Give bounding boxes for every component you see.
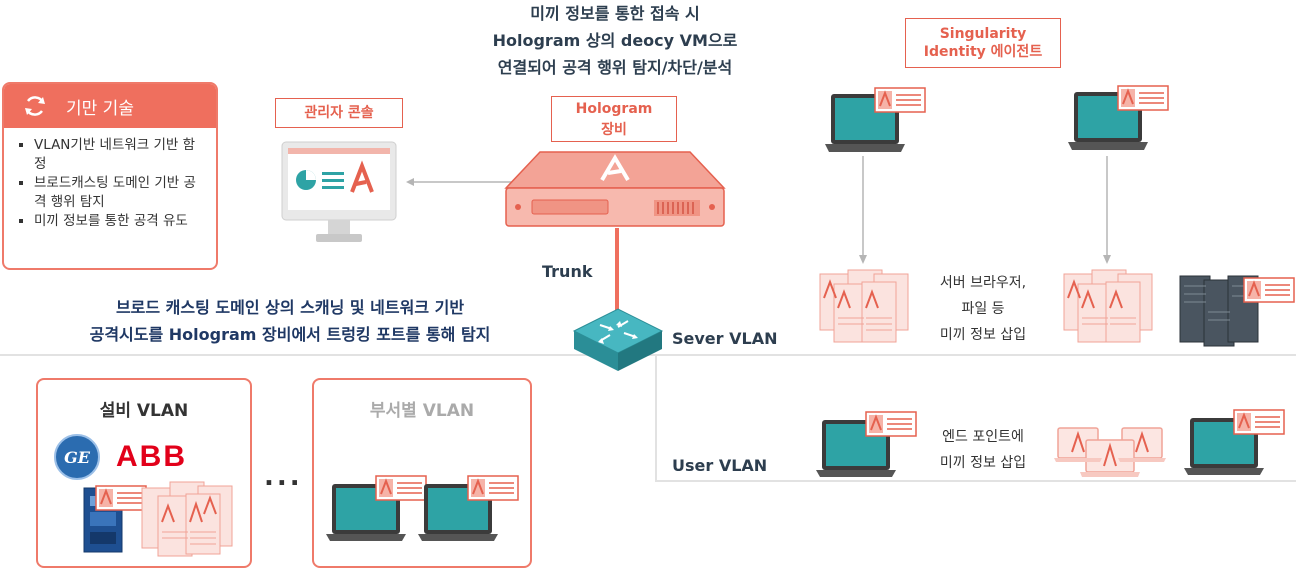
deception-item: 미끼 정보를 통한 공격 유도 [34, 212, 204, 231]
arrow-down-agent-1 [859, 156, 867, 264]
hologram-label-line: Hologram [575, 101, 653, 117]
user-laptop-icon [1184, 409, 1285, 475]
console-label: 관리자 콘솔 [275, 98, 403, 128]
divider-vertical [655, 354, 657, 482]
deception-item: VLAN기반 네트워크 기반 함정 [34, 136, 204, 174]
admin-console-monitor-icon [281, 141, 397, 242]
divider-bottom [655, 480, 1296, 482]
scan-caption-line: 공격시도를 Hologram 장비에서 트렁킹 포트를 통해 탐지 [89, 325, 491, 344]
real-servers-icon [1179, 275, 1295, 347]
deception-item: 브로드캐스팅 도메인 기반 공격 행위 탐지 [34, 174, 204, 212]
deception-panel: 기만 기술 VLAN기반 네트워크 기반 함정 브로드캐스팅 도메인 기반 공격… [2, 82, 218, 270]
abb-logo: ABB [116, 440, 187, 473]
user-laptop-icon [816, 411, 917, 477]
scan-caption-line: 브로드 캐스팅 도메인 상의 스캐닝 및 네트워크 기반 [115, 298, 465, 317]
dept-laptop-icon [418, 475, 519, 541]
agent-label-line: Singularity [939, 26, 1027, 42]
decoy-servers-icon [819, 269, 909, 343]
trunk-label: Trunk [542, 262, 593, 281]
server-bait-caption: 서버 브라우저, 파일 등 미끼 정보 삽입 [928, 270, 1038, 348]
agent-laptop-icon [825, 87, 926, 152]
agent-label-line: Identity 에이전트 [923, 44, 1043, 60]
endpoint-bait-caption-line: 엔드 포인트에 [942, 429, 1024, 445]
server-bait-caption-line: 파일 등 [961, 301, 1005, 317]
deception-header: 기만 기술 [4, 84, 216, 128]
agent-laptop-icon [1068, 85, 1169, 150]
hologram-label-line: 장비 [601, 122, 627, 138]
top-caption: 미끼 정보를 통한 접속 시 Hologram 상의 deocy VM으로 연결… [450, 0, 780, 81]
hologram-label: Hologram 장비 [551, 96, 677, 142]
hologram-appliance-icon [504, 151, 726, 227]
dept-vlan-title: 부서별 VLAN [369, 401, 475, 421]
network-switch-icon [572, 308, 664, 371]
deception-list: VLAN기반 네트워크 기반 함정 브로드캐스팅 도메인 기반 공격 행위 탐지… [4, 136, 216, 231]
server-bait-caption-line: 미끼 정보 삽입 [939, 327, 1027, 343]
ellipsis: ... [264, 462, 303, 492]
facility-vlan-title: 설비 VLAN [99, 401, 189, 421]
decoy-laptops-icon [1054, 427, 1166, 477]
trunk-line [615, 228, 619, 320]
scan-caption: 브로드 캐스팅 도메인 상의 스캐닝 및 네트워크 기반 공격시도를 Holog… [40, 294, 540, 348]
refresh-icon [22, 93, 48, 119]
facility-decoys-icon [141, 481, 233, 557]
endpoint-bait-caption-line: 미끼 정보 삽입 [939, 455, 1027, 471]
top-caption-line: 연결되어 공격 행위 탐지/차단/분석 [497, 58, 733, 77]
facility-device-icon [83, 485, 147, 553]
ge-logo-text: GE [64, 447, 90, 467]
top-caption-line: Hologram 상의 deocy VM으로 [492, 31, 738, 50]
arrow-down-agent-2 [1103, 156, 1111, 264]
endpoint-bait-caption: 엔드 포인트에 미끼 정보 삽입 [928, 424, 1038, 476]
user-vlan-label: User VLAN [672, 456, 768, 475]
ge-logo: GE [54, 434, 100, 480]
agent-label: Singularity Identity 에이전트 [905, 18, 1061, 68]
top-caption-line: 미끼 정보를 통한 접속 시 [530, 4, 700, 23]
decoy-servers-icon [1063, 269, 1153, 343]
server-bait-caption-line: 서버 브라우저, [939, 275, 1027, 291]
server-vlan-label: Sever VLAN [672, 329, 778, 348]
arrow-to-console [406, 178, 512, 186]
dept-laptop-icon [326, 475, 427, 541]
deception-title: 기만 기술 [66, 98, 134, 119]
